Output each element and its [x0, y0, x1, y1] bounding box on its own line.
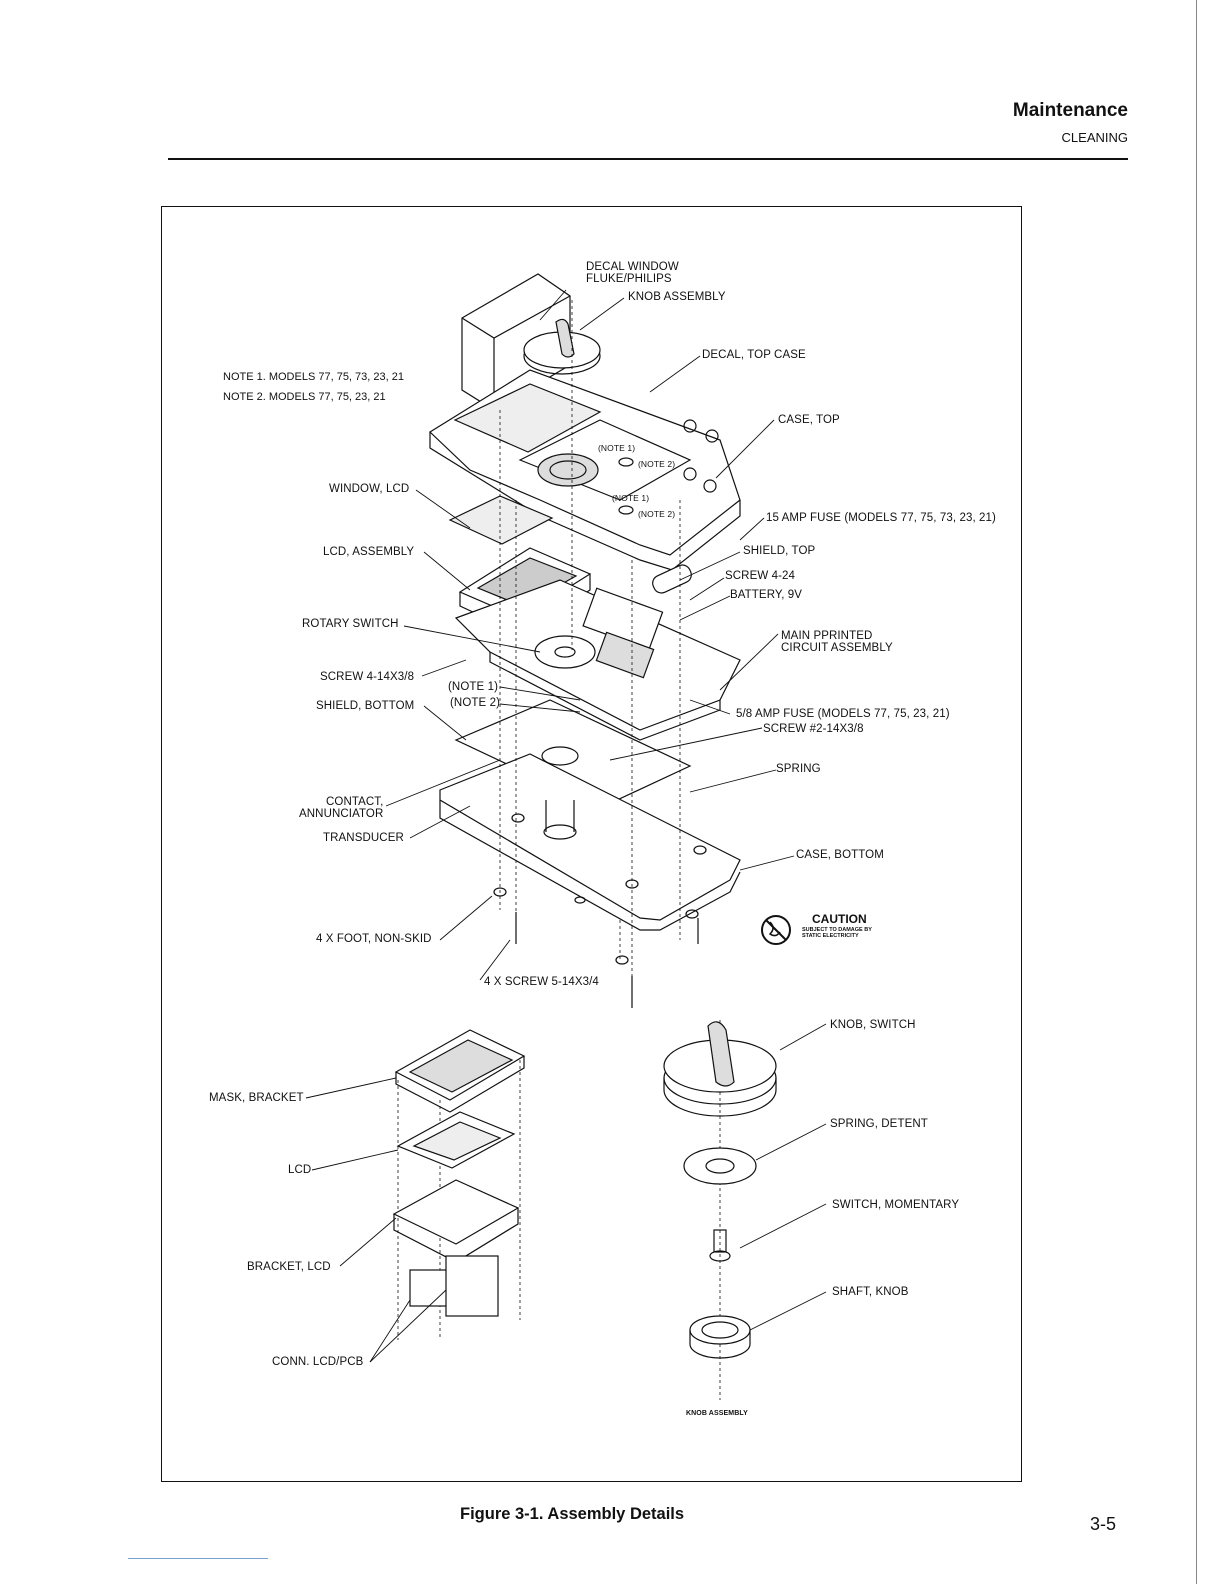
label-shield-bottom: SHIELD, BOTTOM — [316, 700, 415, 712]
static-caution-icon — [761, 915, 791, 945]
bottom-rule — [128, 1558, 268, 1559]
main-pcb-part — [454, 579, 741, 741]
section-title: Maintenance — [1012, 100, 1128, 121]
label-case-top: CASE, TOP — [778, 414, 840, 426]
label-bracket-lcd: BRACKET, LCD — [247, 1261, 331, 1273]
header-rule — [168, 158, 1128, 160]
label-decal-window: DECAL WINDOW — [586, 261, 679, 273]
label-lcd-assembly: LCD, ASSEMBLY — [323, 546, 415, 558]
label-window-lcd: WINDOW, LCD — [329, 483, 410, 495]
lcd-subassembly-part — [392, 1029, 526, 1317]
label-screw-2-14x3-8: SCREW #2-14X3/8 — [763, 723, 864, 735]
case-top-part — [429, 369, 741, 571]
label-knob-assembly: KNOB ASSEMBLY — [628, 291, 726, 303]
label-screw-4-24: SCREW 4-24 — [725, 570, 796, 582]
right-page-edge — [1196, 0, 1197, 1584]
figure-caption: Figure 3-1. Assembly Details — [460, 1505, 685, 1523]
label-rotary-switch: ROTARY SWITCH — [302, 618, 399, 630]
label-note1-ref: (NOTE 1) — [448, 681, 498, 693]
note-2: NOTE 2. MODELS 77, 75, 23, 21 — [223, 391, 386, 403]
label-shaft-knob: SHAFT, KNOB — [832, 1286, 909, 1298]
label-5-8a-fuse: 5/8 AMP FUSE (MODELS 77, 75, 23, 21) — [736, 708, 950, 720]
label-shield-top: SHIELD, TOP — [743, 545, 816, 557]
label-transducer: TRANSDUCER — [323, 832, 404, 844]
battery-part — [652, 564, 692, 594]
section-subtitle: CLEANING — [1061, 130, 1128, 145]
label-conn-lcd-pcb: CONN. LCD/PCB — [272, 1356, 364, 1368]
label-contact-line1: CONTACT, — [326, 796, 384, 808]
caution-title: CAUTION — [812, 912, 867, 926]
label-spring: SPRING — [776, 763, 821, 775]
label-15a-fuse: 15 AMP FUSE (MODELS 77, 75, 73, 23, 21) — [766, 512, 996, 524]
label-main-pca-line1: MAIN PPRINTED — [781, 630, 873, 642]
knob-switch-part — [663, 1021, 777, 1117]
label-battery-9v: BATTERY, 9V — [730, 589, 803, 601]
label-decal-top-case: DECAL, TOP CASE — [702, 349, 806, 361]
label-switch-momentary: SWITCH, MOMENTARY — [832, 1199, 960, 1211]
knob-assembly-part — [523, 318, 601, 375]
label-fluke-philips: FLUKE/PHILIPS — [586, 273, 672, 285]
case-bottom-part — [439, 753, 741, 931]
label-spring-detent: SPRING, DETENT — [830, 1118, 928, 1130]
label-small-note1-a: (NOTE 1) — [598, 443, 636, 453]
note-1: NOTE 1. MODELS 77, 75, 73, 23, 21 — [223, 371, 404, 383]
lcd-window-part — [448, 495, 554, 545]
spring-detent-part — [683, 1147, 757, 1185]
label-small-note2-b: (NOTE 2) — [638, 509, 676, 519]
page-number: 3-5 — [1090, 1514, 1117, 1534]
label-case-bottom: CASE, BOTTOM — [796, 849, 884, 861]
caution-subtitle: SUBJECT TO DAMAGE BY STATIC ELECTRICITY — [802, 927, 872, 939]
switch-momentary-part — [709, 1229, 731, 1262]
label-lcd: LCD — [288, 1164, 312, 1176]
label-main-pca-line2: CIRCUIT ASSEMBLY — [781, 642, 893, 654]
label-small-note1-b: (NOTE 1) — [612, 493, 650, 503]
label-knob-assembly-caption: KNOB ASSEMBLY — [686, 1410, 748, 1417]
label-mask-bracket: MASK, BRACKET — [209, 1092, 304, 1104]
label-note2-ref: (NOTE 2) — [450, 697, 500, 709]
figure-frame — [161, 206, 1022, 1482]
label-small-note2-a: (NOTE 2) — [638, 459, 676, 469]
label-screw-4-14x3-8: SCREW 4-14X3/8 — [320, 671, 415, 683]
label-contact-line2: ANNUNCIATOR — [299, 808, 384, 820]
label-foot: 4 X FOOT, NON-SKID — [316, 933, 432, 945]
shaft-knob-part — [689, 1315, 751, 1359]
label-knob-switch: KNOB, SWITCH — [830, 1019, 916, 1031]
label-screw-5-14x3-4: 4 X SCREW 5-14X3/4 — [484, 976, 599, 988]
